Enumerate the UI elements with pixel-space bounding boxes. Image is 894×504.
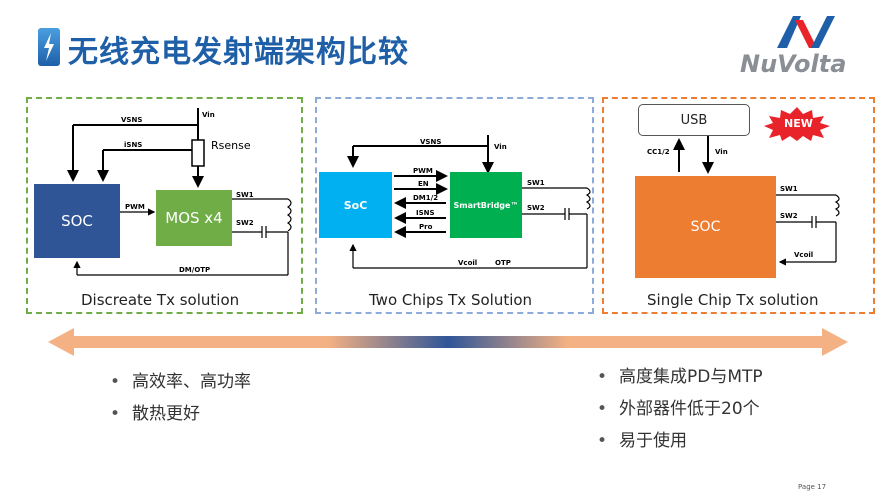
single-sw2-label: SW2 (780, 212, 798, 220)
single-sw1-label: SW1 (780, 185, 798, 193)
usb-block: USB (638, 104, 750, 136)
discrete-sw1-label: SW1 (236, 191, 254, 199)
single-chip-caption: Single Chip Tx solution (647, 291, 819, 309)
rsense-label: Rsense (211, 139, 251, 152)
discrete-isns-label: iSNS (124, 141, 143, 149)
discrete-caption: Discreate Tx solution (81, 291, 240, 309)
mos-label: MOS x4 (165, 209, 223, 227)
usb-label: USB (680, 112, 708, 128)
signal-pwm-label: PWM (413, 167, 433, 175)
single-chip-panel (602, 97, 875, 314)
page-number: Page 17 (798, 483, 827, 491)
discrete-sw2-label: SW2 (236, 219, 254, 227)
single-vcoil-label: Vcoil (794, 251, 814, 259)
smartbridge-label: SmartBridge™ (453, 200, 519, 210)
two-chip-soc-block: SoC (319, 172, 392, 238)
single-vin-label: Vin (715, 148, 728, 156)
comparison-double-arrow (48, 326, 848, 362)
nuvolta-logo-icon (775, 14, 841, 54)
list-item: •高度集成PD与MTP (597, 361, 763, 393)
two-chip-vin-label: Vin (494, 143, 507, 151)
title-bolt-icon (38, 28, 60, 66)
list-item: •高效率、高功率 (110, 366, 251, 398)
single-chip-soc-label: SOC (690, 219, 721, 235)
signal-dm-label: DM1/2 (413, 194, 439, 202)
bullet-dot: • (597, 431, 608, 451)
list-item: •外部器件低于20个 (597, 393, 763, 425)
two-chip-vcoil-label: Vcoil (458, 259, 478, 267)
signal-isns-label: ISNS (416, 209, 435, 217)
bullet-dot: • (597, 367, 608, 387)
two-chip-vsns-label: VSNS (420, 138, 442, 146)
left-bullet-list: •高效率、高功率 •散热更好 (110, 366, 251, 430)
two-chip-sw2-label: SW2 (527, 204, 545, 212)
discrete-panel (26, 97, 303, 314)
list-item: •散热更好 (110, 398, 251, 430)
two-chip-panel (315, 97, 594, 314)
bullet-dot: • (597, 399, 608, 419)
two-chip-soc-label: SoC (343, 198, 368, 212)
single-cc-label: CC1/2 (647, 148, 670, 156)
signal-pro-label: Pro (419, 223, 433, 231)
new-badge-icon (762, 106, 832, 146)
new-badge-label: NEW (784, 117, 813, 130)
bullet-dot: • (110, 404, 121, 424)
smartbridge-block: SmartBridge™ (450, 172, 522, 238)
two-chip-caption: Two Chips Tx Solution (369, 291, 533, 309)
discrete-vin-label: Vin (202, 111, 215, 119)
single-chip-soc-block: SOC (635, 176, 776, 278)
nuvolta-logo-text: NuVolta (740, 50, 847, 78)
two-chip-otp-label: OTP (495, 259, 511, 267)
discrete-dm-otp-label: DM/OTP (179, 266, 211, 274)
list-item: •易于使用 (597, 425, 763, 457)
mos-block: MOS x4 (156, 190, 232, 246)
bullet-dot: • (110, 372, 121, 392)
discrete-vsns-label: VSNS (121, 116, 143, 124)
right-bullet-list: •高度集成PD与MTP •外部器件低于20个 •易于使用 (597, 361, 763, 457)
two-chip-sw1-label: SW1 (527, 179, 545, 187)
discrete-soc-label: SOC (61, 212, 93, 230)
discrete-soc-block: SOC (34, 184, 120, 258)
signal-en-label: EN (418, 180, 429, 188)
page-title: 无线充电发射端架构比较 (68, 35, 409, 70)
discrete-pwm-label: PWM (125, 203, 145, 211)
